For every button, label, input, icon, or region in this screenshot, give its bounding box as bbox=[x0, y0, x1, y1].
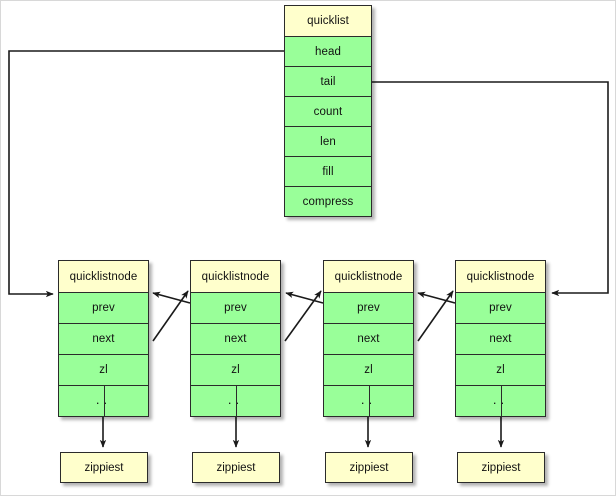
quicklistnode-3-field-zl: zl bbox=[324, 354, 413, 385]
cell-divider bbox=[103, 386, 105, 416]
wire-head-to-node1 bbox=[8, 50, 284, 298]
quicklist-field-compress: compress bbox=[285, 186, 371, 216]
quicklist-field-len: len bbox=[285, 126, 371, 156]
ziplist-box-1: zippiest bbox=[60, 452, 148, 483]
quicklistnode-3-title: quicklistnode bbox=[324, 261, 413, 292]
quicklistnode-1-field-prev: prev bbox=[59, 292, 148, 323]
quicklistnode-2-title: quicklistnode bbox=[191, 261, 280, 292]
quicklistnode-1-field-more-label: .. bbox=[96, 392, 111, 407]
quicklist-field-head: head bbox=[285, 36, 371, 66]
wire-node3-prev-to-node2 bbox=[285, 291, 324, 304]
quicklistnode-4-field-next: next bbox=[456, 323, 545, 354]
ziplist-box-4: zippiest bbox=[457, 452, 545, 483]
quicklistnode-3-field-more-label: .. bbox=[361, 392, 376, 407]
quicklistnode-3: quicklistnode prev next zl .. bbox=[323, 260, 414, 417]
quicklistnode-3-field-next: next bbox=[324, 323, 413, 354]
ziplist-box-2: zippiest bbox=[192, 452, 280, 483]
wire-node2-next-to-node3 bbox=[284, 290, 322, 342]
quicklistnode-1: quicklistnode prev next zl .. bbox=[58, 260, 149, 417]
quicklistnode-4: quicklistnode prev next zl .. bbox=[455, 260, 546, 417]
quicklist-field-count: count bbox=[285, 96, 371, 126]
cell-divider bbox=[235, 386, 237, 416]
quicklistnode-4-title: quicklistnode bbox=[456, 261, 545, 292]
quicklistnode-1-field-zl: zl bbox=[59, 354, 148, 385]
quicklistnode-2-field-zl: zl bbox=[191, 354, 280, 385]
cell-divider bbox=[368, 386, 370, 416]
quicklistnode-1-field-more: .. bbox=[59, 385, 148, 416]
quicklistnode-4-field-more: .. bbox=[456, 385, 545, 416]
quicklist-field-fill: fill bbox=[285, 156, 371, 186]
quicklistnode-2: quicklistnode prev next zl .. bbox=[190, 260, 281, 417]
quicklistnode-1-field-next: next bbox=[59, 323, 148, 354]
wire-node4-prev-to-node3 bbox=[417, 291, 456, 304]
wire-node2-prev-to-node1 bbox=[152, 291, 191, 304]
quicklist-struct: quicklist head tail count len fill compr… bbox=[284, 5, 372, 217]
quicklistnode-4-field-prev: prev bbox=[456, 292, 545, 323]
quicklistnode-3-field-more: .. bbox=[324, 385, 413, 416]
quicklistnode-3-field-prev: prev bbox=[324, 292, 413, 323]
quicklistnode-2-field-next: next bbox=[191, 323, 280, 354]
quicklist-struct-title: quicklist bbox=[285, 6, 371, 36]
cell-divider bbox=[500, 386, 502, 416]
quicklistnode-4-field-more-label: .. bbox=[493, 392, 508, 407]
quicklistnode-2-field-more: .. bbox=[191, 385, 280, 416]
quicklistnode-1-title: quicklistnode bbox=[59, 261, 148, 292]
quicklistnode-2-field-more-label: .. bbox=[228, 392, 243, 407]
ziplist-box-3: zippiest bbox=[325, 452, 413, 483]
wire-node1-next-to-node2 bbox=[152, 290, 189, 342]
quicklistnode-4-field-zl: zl bbox=[456, 354, 545, 385]
quicklist-field-tail: tail bbox=[285, 66, 371, 96]
wire-node3-next-to-node4 bbox=[417, 290, 454, 342]
quicklistnode-2-field-prev: prev bbox=[191, 292, 280, 323]
